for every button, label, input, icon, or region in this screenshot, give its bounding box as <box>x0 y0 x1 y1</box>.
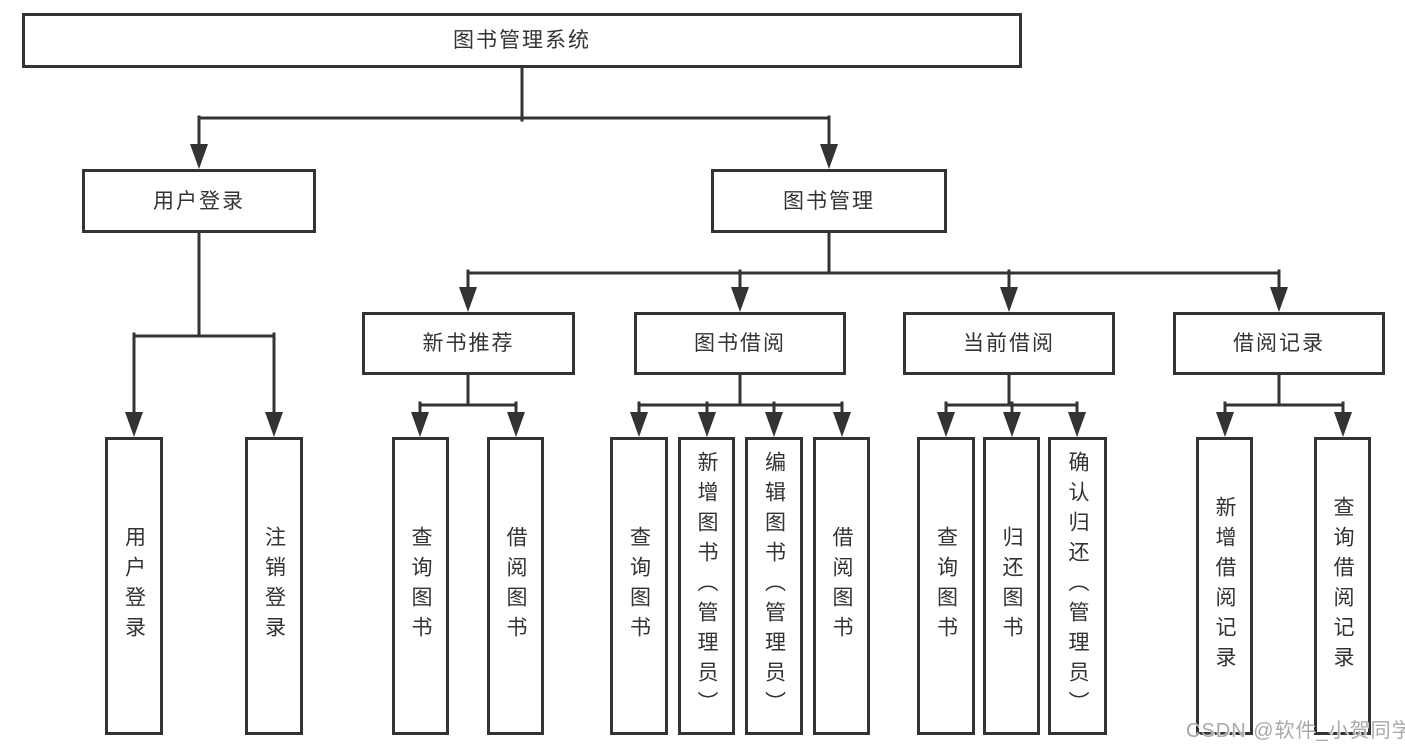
node-new-book-recommend: 新书推荐 <box>362 312 575 375</box>
leaf-record-add-borrow-record: 新增借阅记录 <box>1196 437 1253 735</box>
leaf-current-query-books-label: 查询图书 <box>934 526 958 646</box>
leaf-borrow-query-books: 查询图书 <box>610 437 668 735</box>
arrowhead <box>125 412 143 437</box>
leaf-newbook-query-books: 查询图书 <box>392 437 449 735</box>
arrowhead <box>507 412 525 437</box>
connector-current-borrow-branch <box>944 372 1079 418</box>
leaf-current-confirm-return-admin-label: 确认归还（管理员） <box>1066 451 1089 721</box>
leaf-newbook-borrow-books: 借阅图书 <box>487 437 544 735</box>
leaf-record-add-borrow-record-label: 新增借阅记录 <box>1213 496 1236 676</box>
arrowhead <box>411 412 429 437</box>
node-current-borrow-label: 当前借阅 <box>963 332 1055 355</box>
arrowhead <box>190 144 208 169</box>
arrowhead <box>1270 287 1288 312</box>
leaf-newbook-borrow-books-label: 借阅图书 <box>504 526 527 646</box>
node-user-login: 用户登录 <box>82 169 316 233</box>
arrowhead <box>1068 412 1086 437</box>
node-user-login-label: 用户登录 <box>153 189 245 213</box>
leaf-borrow-query-books-label: 查询图书 <box>627 526 651 646</box>
leaf-user-login: 用户登录 <box>105 437 163 735</box>
node-current-borrow: 当前借阅 <box>903 312 1115 375</box>
leaf-borrow-edit-books-admin: 编辑图书（管理员） <box>745 437 803 735</box>
arrowhead <box>459 287 477 312</box>
leaf-newbook-query-books-label: 查询图书 <box>409 526 432 646</box>
node-root-system: 图书管理系统 <box>22 13 1022 68</box>
arrowhead <box>698 412 716 437</box>
connector-new-book-branch <box>418 372 518 418</box>
connector-user-login-branch <box>132 229 276 418</box>
leaf-record-query-borrow-record-label: 查询借阅记录 <box>1331 496 1354 676</box>
arrowhead <box>1003 412 1021 437</box>
leaf-logout-label: 注销登录 <box>262 526 286 646</box>
leaf-logout: 注销登录 <box>245 437 303 735</box>
node-borrow-records: 借阅记录 <box>1173 312 1385 375</box>
leaf-borrow-add-books-admin-label: 新增图书（管理员） <box>695 451 718 721</box>
watermark: CSDN @软件_小贺同学 <box>1186 720 1405 742</box>
leaf-current-query-books: 查询图书 <box>917 437 975 735</box>
node-book-management: 图书管理 <box>711 169 947 233</box>
arrowhead <box>630 412 648 437</box>
leaf-user-login-label: 用户登录 <box>122 526 146 646</box>
leaf-current-return-books-label: 归还图书 <box>1000 526 1023 646</box>
connector-root-to-level2 <box>197 66 831 150</box>
arrowhead <box>937 412 955 437</box>
arrowhead <box>731 287 749 312</box>
leaf-borrow-add-books-admin: 新增图书（管理员） <box>678 437 735 735</box>
connector-book-mgmt-branch <box>466 229 1281 292</box>
leaf-borrow-borrow-books-label: 借阅图书 <box>830 526 853 646</box>
connector-borrow-record-branch <box>1223 372 1345 418</box>
arrowhead <box>820 144 838 169</box>
node-new-book-recommend-label: 新书推荐 <box>422 332 515 355</box>
node-borrow-records-label: 借阅记录 <box>1233 332 1325 355</box>
leaf-current-return-books: 归还图书 <box>983 437 1040 735</box>
arrowhead <box>265 412 283 437</box>
arrowhead <box>1216 412 1234 437</box>
arrowhead <box>1000 287 1018 312</box>
connector-book-borrow-branch <box>637 372 844 418</box>
node-root-system-label: 图书管理系统 <box>453 29 591 52</box>
leaf-current-confirm-return-admin: 确认归还（管理员） <box>1048 437 1107 735</box>
leaf-record-query-borrow-record: 查询借阅记录 <box>1314 437 1371 735</box>
node-book-management-label: 图书管理 <box>783 189 875 213</box>
leaf-borrow-borrow-books: 借阅图书 <box>813 437 870 735</box>
arrowhead <box>1334 412 1352 437</box>
arrowhead <box>765 412 783 437</box>
arrowhead <box>833 412 851 437</box>
node-book-borrow-label: 图书借阅 <box>694 332 786 355</box>
node-book-borrow: 图书借阅 <box>634 312 846 375</box>
leaf-borrow-edit-books-admin-label: 编辑图书（管理员） <box>762 451 786 721</box>
